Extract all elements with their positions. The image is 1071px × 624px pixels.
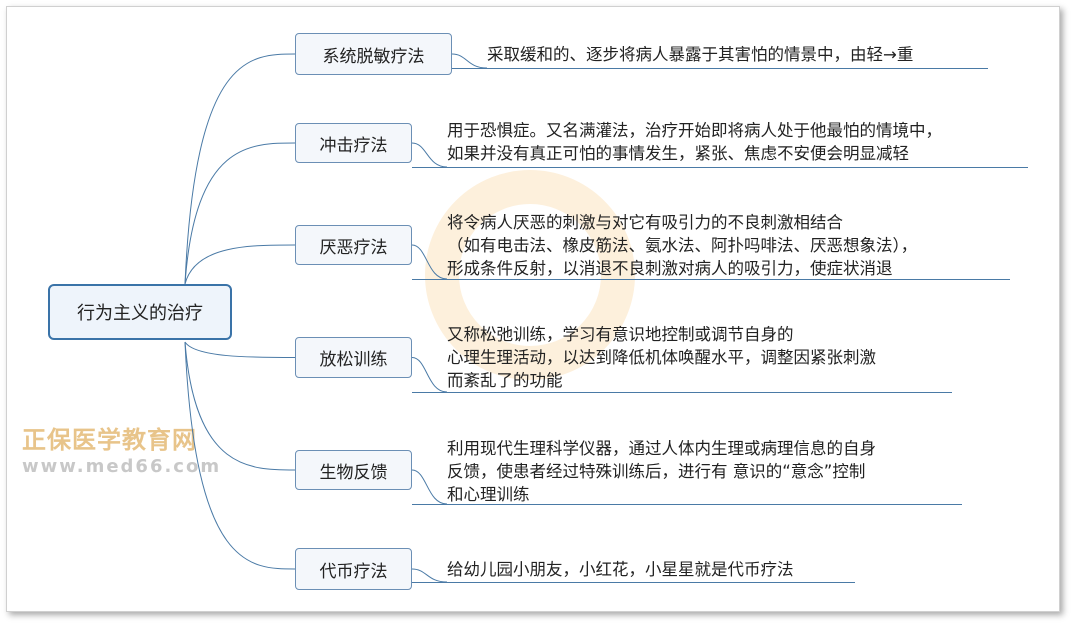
branch-node[interactable]: 生物反馈 — [295, 450, 412, 490]
description-line: 反馈，使患者经过特殊训练后，进行有 意识的“意念”控制 — [447, 462, 866, 481]
branch-node[interactable]: 冲击疗法 — [295, 123, 412, 163]
branch-node[interactable]: 放松训练 — [295, 337, 412, 378]
branch-node[interactable]: 代币疗法 — [295, 548, 412, 590]
connector-line — [451, 53, 488, 69]
root-label: 行为主义的治疗 — [77, 303, 203, 324]
description-line: 和心理训练 — [447, 485, 530, 504]
branch-description: 将令病人厌恶的刺激与对它有吸引力的不良刺激相结合 （如有电击法、橡皮筋法、氨水法、… — [447, 211, 917, 280]
connector-line — [184, 53, 296, 285]
description-line: 利用现代生理科学仪器，通过人体内生理或病理信息的自身 — [447, 439, 876, 458]
description-underline — [412, 504, 962, 505]
branch-description: 给幼儿园小朋友，小红花，小星星就是代币疗法 — [447, 558, 794, 581]
description-line: （如有电击法、橡皮筋法、氨水法、阿扑吗啡法、厌恶想象法）， — [447, 236, 918, 255]
description-underline — [412, 279, 1010, 280]
description-line: 给幼儿园小朋友，小红花，小星星就是代币疗法 — [447, 560, 794, 579]
connector-line — [184, 341, 296, 471]
description-line: 而紊乱了的功能 — [447, 371, 563, 390]
description-line: 将令病人厌恶的刺激与对它有吸引力的不良刺激相结合 — [447, 213, 843, 232]
description-line: 心理生理活动，以达到降低机体唤醒水平，调整因紧张刺激 — [447, 348, 876, 367]
branch-label: 厌恶疗法 — [319, 237, 388, 258]
description-underline — [412, 167, 1028, 168]
branch-node[interactable]: 系统脱敏疗法 — [295, 33, 452, 75]
branch-label: 系统脱敏疗法 — [322, 46, 425, 67]
description-line: 采取缓和的、逐步将病人暴露于其害怕的情景中，由轻→重 — [487, 45, 914, 64]
branch-description: 利用现代生理科学仪器，通过人体内生理或病理信息的自身反馈，使患者经过特殊训练后，… — [447, 437, 876, 506]
branch-label: 放松训练 — [319, 350, 388, 370]
branch-label: 代币疗法 — [319, 561, 388, 582]
description-line: 形成条件反射，以消退不良刺激对病人的吸引力，使症状消退 — [447, 259, 893, 278]
branch-description: 用于恐惧症。又名满灌法，治疗开始即将病人处于他最怕的情境中， 如果并没有真正可怕的… — [447, 119, 942, 165]
description-line: 又称松弛训练，学习有意识地控制或调节自身的 — [447, 325, 794, 344]
connector-line — [411, 357, 448, 393]
description-line: 用于恐惧症。又名满灌法，治疗开始即将病人处于他最怕的情境中， — [447, 121, 942, 140]
description-underline — [412, 392, 952, 393]
connector-line — [184, 341, 296, 358]
connector-line — [184, 341, 296, 570]
description-line: 如果并没有真正可怕的事情发生，紧张、焦虑不安便会明显减轻 — [447, 144, 909, 163]
branch-description: 又称松弛训练，学习有意识地控制或调节自身的心理生理活动，以达到降低机体唤醒水平，… — [447, 323, 876, 392]
connector-line — [184, 142, 296, 285]
description-underline — [452, 68, 988, 69]
connector-line — [411, 469, 448, 505]
connector-line — [411, 244, 448, 280]
connector-line — [411, 142, 448, 168]
branch-label: 冲击疗法 — [319, 135, 388, 156]
branch-label: 生物反馈 — [319, 462, 388, 483]
branch-node[interactable]: 厌恶疗法 — [295, 225, 412, 265]
branch-description: 采取缓和的、逐步将病人暴露于其害怕的情景中，由轻→重 — [487, 43, 913, 66]
description-underline — [412, 582, 855, 583]
root-node[interactable]: 行为主义的治疗 — [48, 284, 232, 340]
connector-line — [411, 568, 448, 583]
connector-line — [184, 244, 296, 285]
